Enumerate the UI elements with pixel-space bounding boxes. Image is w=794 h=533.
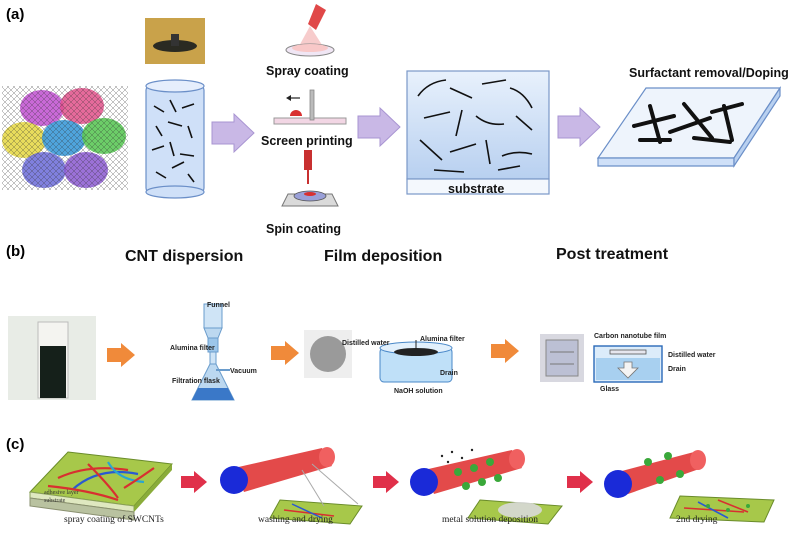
substrate-layer-label: substrate bbox=[44, 498, 66, 504]
caption-metal-solution-deposition: metal solution deposition bbox=[442, 515, 539, 525]
funnel-label: Funnel bbox=[207, 302, 230, 309]
heading-post-treatment: Post treatment bbox=[556, 246, 669, 263]
flow-arrow-c1 bbox=[181, 471, 207, 493]
flow-arrow-c2 bbox=[373, 471, 399, 493]
filter-disk-photo bbox=[304, 330, 352, 378]
spray-coating-label: Spray coating bbox=[266, 64, 349, 78]
carbon-nanotube-film-label: Carbon nanotube film bbox=[594, 333, 667, 340]
surfactant-removal-doping-label: Surfactant removal/Doping bbox=[629, 66, 789, 80]
flow-arrow-a2 bbox=[357, 106, 401, 148]
substrate-film-box bbox=[406, 70, 550, 195]
vacuum-filtration-apparatus bbox=[191, 303, 235, 401]
doped-network-substrate bbox=[596, 85, 782, 169]
flow-arrow-b1 bbox=[107, 343, 135, 367]
second-drying-illustration bbox=[604, 450, 775, 523]
caption-washing-drying: washing and drying bbox=[258, 515, 333, 525]
swcnt-spray-substrate bbox=[28, 451, 174, 521]
adhesive-layer-label: adhesive layer bbox=[44, 490, 79, 496]
glass-label: Glass bbox=[600, 386, 620, 393]
vacuum-label: Vacuum bbox=[230, 368, 257, 375]
metal-solution-deposition-illustration bbox=[410, 448, 563, 525]
distilled-water-label-1: Distilled water bbox=[342, 340, 390, 347]
nanotube-bundle-illustration bbox=[2, 86, 128, 190]
alumina-filter-label-2: Alumina filter bbox=[420, 336, 465, 343]
naoh-transfer-dish bbox=[379, 340, 453, 383]
post-treatment-tank bbox=[593, 345, 663, 383]
drain-label-1: Drain bbox=[440, 370, 458, 377]
cnt-dispersion-vial-photo bbox=[8, 316, 96, 400]
flow-arrow-b3 bbox=[491, 339, 519, 363]
spin-coating-label: Spin coating bbox=[266, 222, 341, 236]
panel-b-letter: (b) bbox=[6, 243, 26, 260]
spray-coating-icon bbox=[285, 4, 335, 57]
flow-arrow-a1 bbox=[211, 112, 255, 154]
flow-arrow-a3 bbox=[557, 106, 601, 148]
washing-drying-illustration bbox=[220, 447, 363, 525]
cnt-film-photo bbox=[540, 334, 584, 382]
distilled-water-label-2: Distilled water bbox=[668, 352, 716, 359]
heading-cnt-dispersion: CNT dispersion bbox=[125, 248, 244, 265]
caption-2nd-drying: 2nd drying bbox=[676, 515, 718, 525]
dispersion-beaker bbox=[145, 79, 205, 199]
vial-photo bbox=[145, 18, 205, 64]
panel-c-letter: (c) bbox=[6, 436, 25, 453]
flow-arrow-b2 bbox=[271, 341, 299, 365]
drain-label-2: Drain bbox=[668, 366, 686, 373]
screen-printing-icon bbox=[273, 89, 347, 125]
screen-printing-label: Screen printing bbox=[261, 134, 353, 148]
caption-spray-coating-swcnts: spray coating of SWCNTs bbox=[64, 515, 164, 525]
filtration-flask-label: Filtration flask bbox=[172, 378, 220, 385]
naoh-solution-label: NaOH solution bbox=[394, 388, 443, 395]
heading-film-deposition: Film deposition bbox=[324, 248, 443, 265]
spin-coating-icon bbox=[281, 150, 339, 207]
alumina-filter-label-1: Alumina filter bbox=[170, 345, 215, 352]
panel-a-letter: (a) bbox=[6, 6, 25, 23]
substrate-label: substrate bbox=[448, 182, 505, 196]
flow-arrow-c3 bbox=[567, 471, 593, 493]
